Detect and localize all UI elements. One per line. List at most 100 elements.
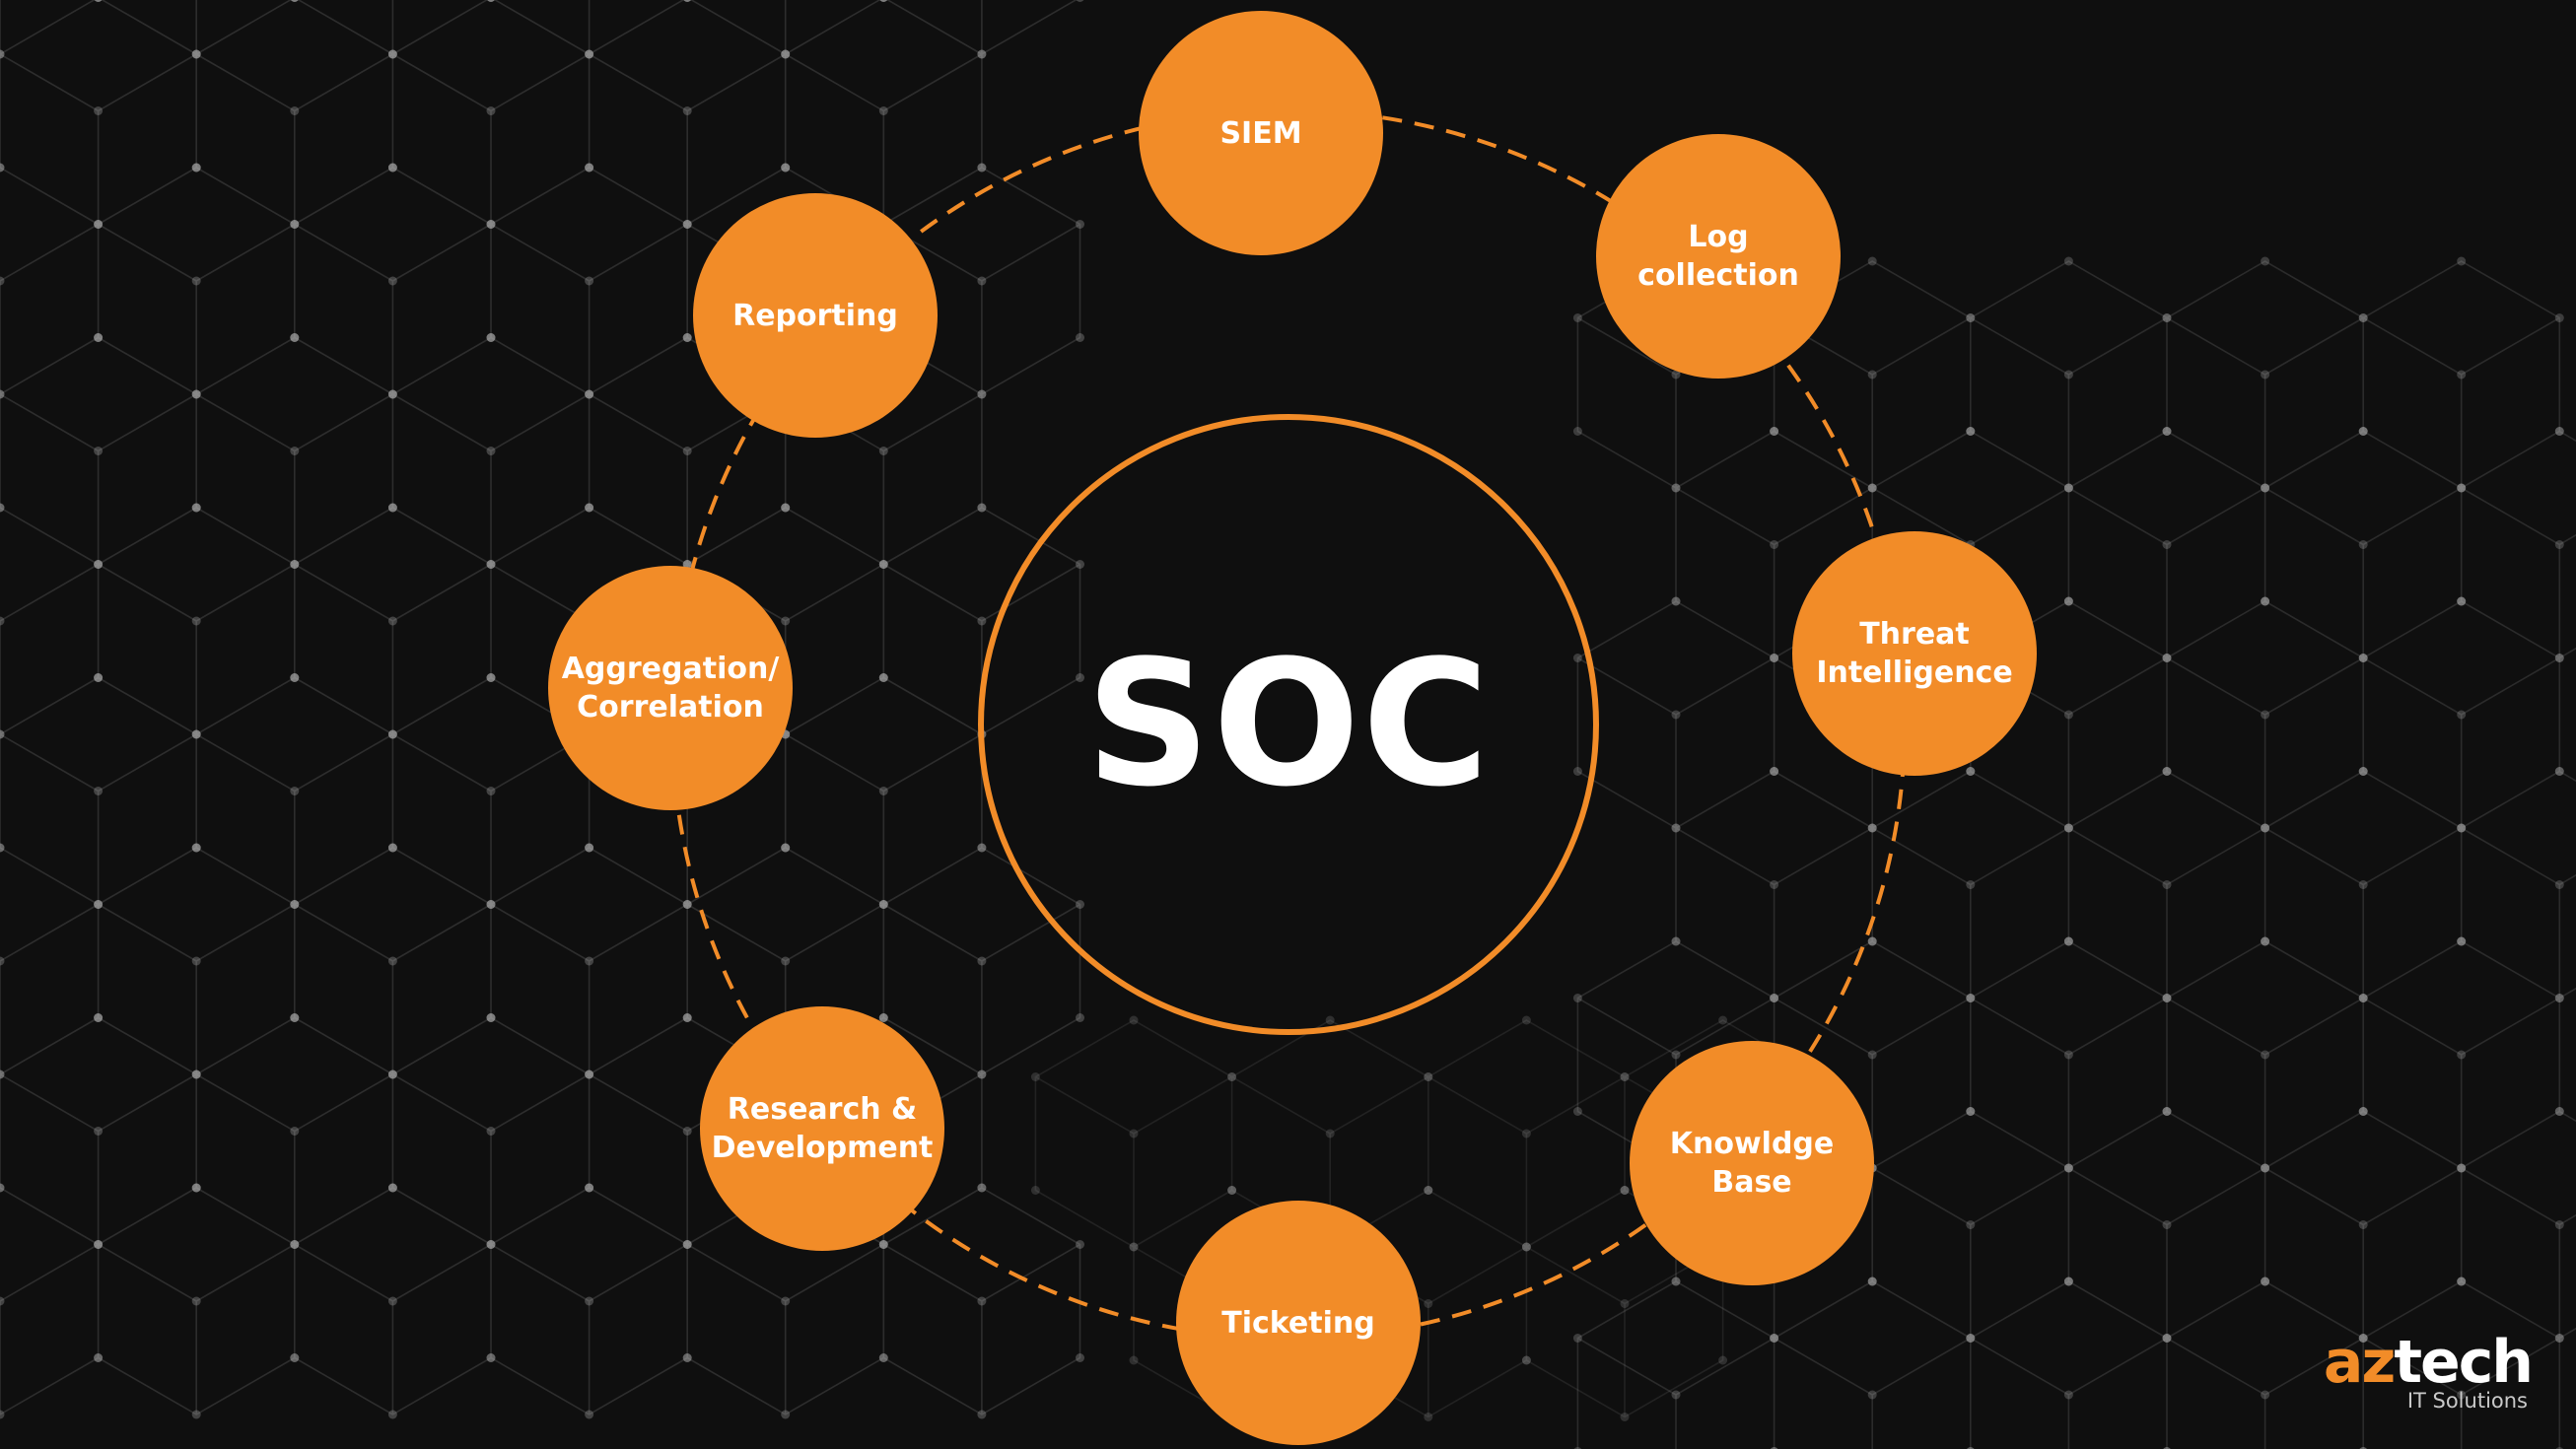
network-dot [977,49,987,59]
network-dot [878,560,888,569]
network-dot [387,843,397,853]
network-dot [2554,654,2564,662]
network-dot [1867,370,1877,380]
network-dot [1030,1186,1040,1195]
network-dot [878,787,888,795]
node-reporting[interactable]: Reporting [693,193,938,438]
network-dot [290,106,300,115]
network-dot [0,163,5,172]
network-dot [94,1127,104,1136]
network-dot [1076,1013,1084,1022]
network-dot [191,843,201,853]
node-knowledge-base[interactable]: Knowldge Base [1630,1041,1874,1285]
network-dot [1572,1107,1582,1116]
network-dot [2063,483,2073,493]
network-dot [1521,1242,1531,1252]
network-dot [878,1240,888,1249]
network-dot [2261,596,2270,606]
network-dot [2358,1334,2368,1343]
network-dot [977,163,987,172]
network-dot [94,560,104,569]
network-dot [486,447,496,455]
network-dot [2554,1107,2564,1116]
network-dot [2261,936,2270,946]
network-dot [1620,1299,1630,1308]
network-dot [2261,823,2270,833]
network-dot [1770,880,1779,889]
network-dot [487,0,495,2]
network-dot [2063,1276,2073,1286]
network-dot [1030,1072,1040,1081]
network-dot [290,560,300,569]
network-dot [486,900,496,909]
network-dot [2358,654,2368,662]
network-dot [2063,710,2073,720]
network-dot [585,1183,594,1193]
network-dot [290,673,300,682]
network-dot [290,1353,300,1362]
network-dot [290,1013,300,1022]
network-dot [1966,1107,1976,1116]
network-dot [290,673,300,682]
network-dot [878,900,888,909]
network-dot [781,163,791,172]
node-aggregation-correlation[interactable]: Aggregation/ Correlation [548,566,793,810]
network-dot [781,163,791,172]
network-dot [387,956,397,966]
network-dot [683,0,691,2]
network-dot [290,1013,300,1022]
network-dot [1966,1107,1976,1116]
network-dot [191,503,201,513]
network-dot [2554,880,2564,889]
network-dot [2358,654,2368,662]
network-dot [2457,596,2467,606]
network-dot [2162,994,2172,1002]
network-dot [2358,654,2368,662]
network-dot [486,900,496,909]
network-dot [1572,1334,1582,1343]
node-research-development[interactable]: Research & Development [700,1006,944,1251]
network-dot [2261,823,2270,833]
network-dot [0,389,5,399]
node-ticketing[interactable]: Ticketing [1176,1201,1421,1445]
network-dot [94,560,104,569]
network-dot [2261,1163,2270,1173]
network-dot [290,560,300,569]
network-dot [879,0,888,2]
network-dot [682,1013,692,1022]
network-dot [781,843,791,853]
network-dot [486,333,496,342]
network-dot [585,49,594,59]
network-dot [2554,767,2564,776]
network-dot [878,673,888,682]
network-dot [585,1410,594,1419]
network-dot [387,49,397,59]
network-dot [2261,936,2270,946]
network-dot [2457,823,2467,833]
network-dot [1572,994,1582,1002]
network-dot [0,1070,5,1079]
network-dot [2457,256,2467,266]
node-siem[interactable]: SIEM [1139,11,1383,255]
network-dot [781,49,791,59]
network-dot [977,956,987,966]
network-dot [94,1240,104,1249]
node-log-collection[interactable]: Log collection [1596,134,1841,379]
network-dot [1718,1355,1728,1365]
network-dot [1718,1015,1728,1025]
network-dot [2554,994,2564,1002]
network-dot [2063,823,2073,833]
network-dot [387,389,397,399]
network-dot [1325,1129,1335,1138]
network-dot [878,560,888,569]
network-dot [2358,1107,2368,1116]
network-dot [94,1240,104,1249]
network-dot [1076,333,1084,342]
network-dot [290,447,300,455]
network-dot [2162,1107,2172,1116]
network-dot [2358,313,2368,322]
node-threat-intelligence[interactable]: Threat Intelligence [1792,531,2037,776]
network-dot [1966,994,1976,1002]
network-dot [94,1240,104,1249]
network-dot [585,1070,594,1079]
